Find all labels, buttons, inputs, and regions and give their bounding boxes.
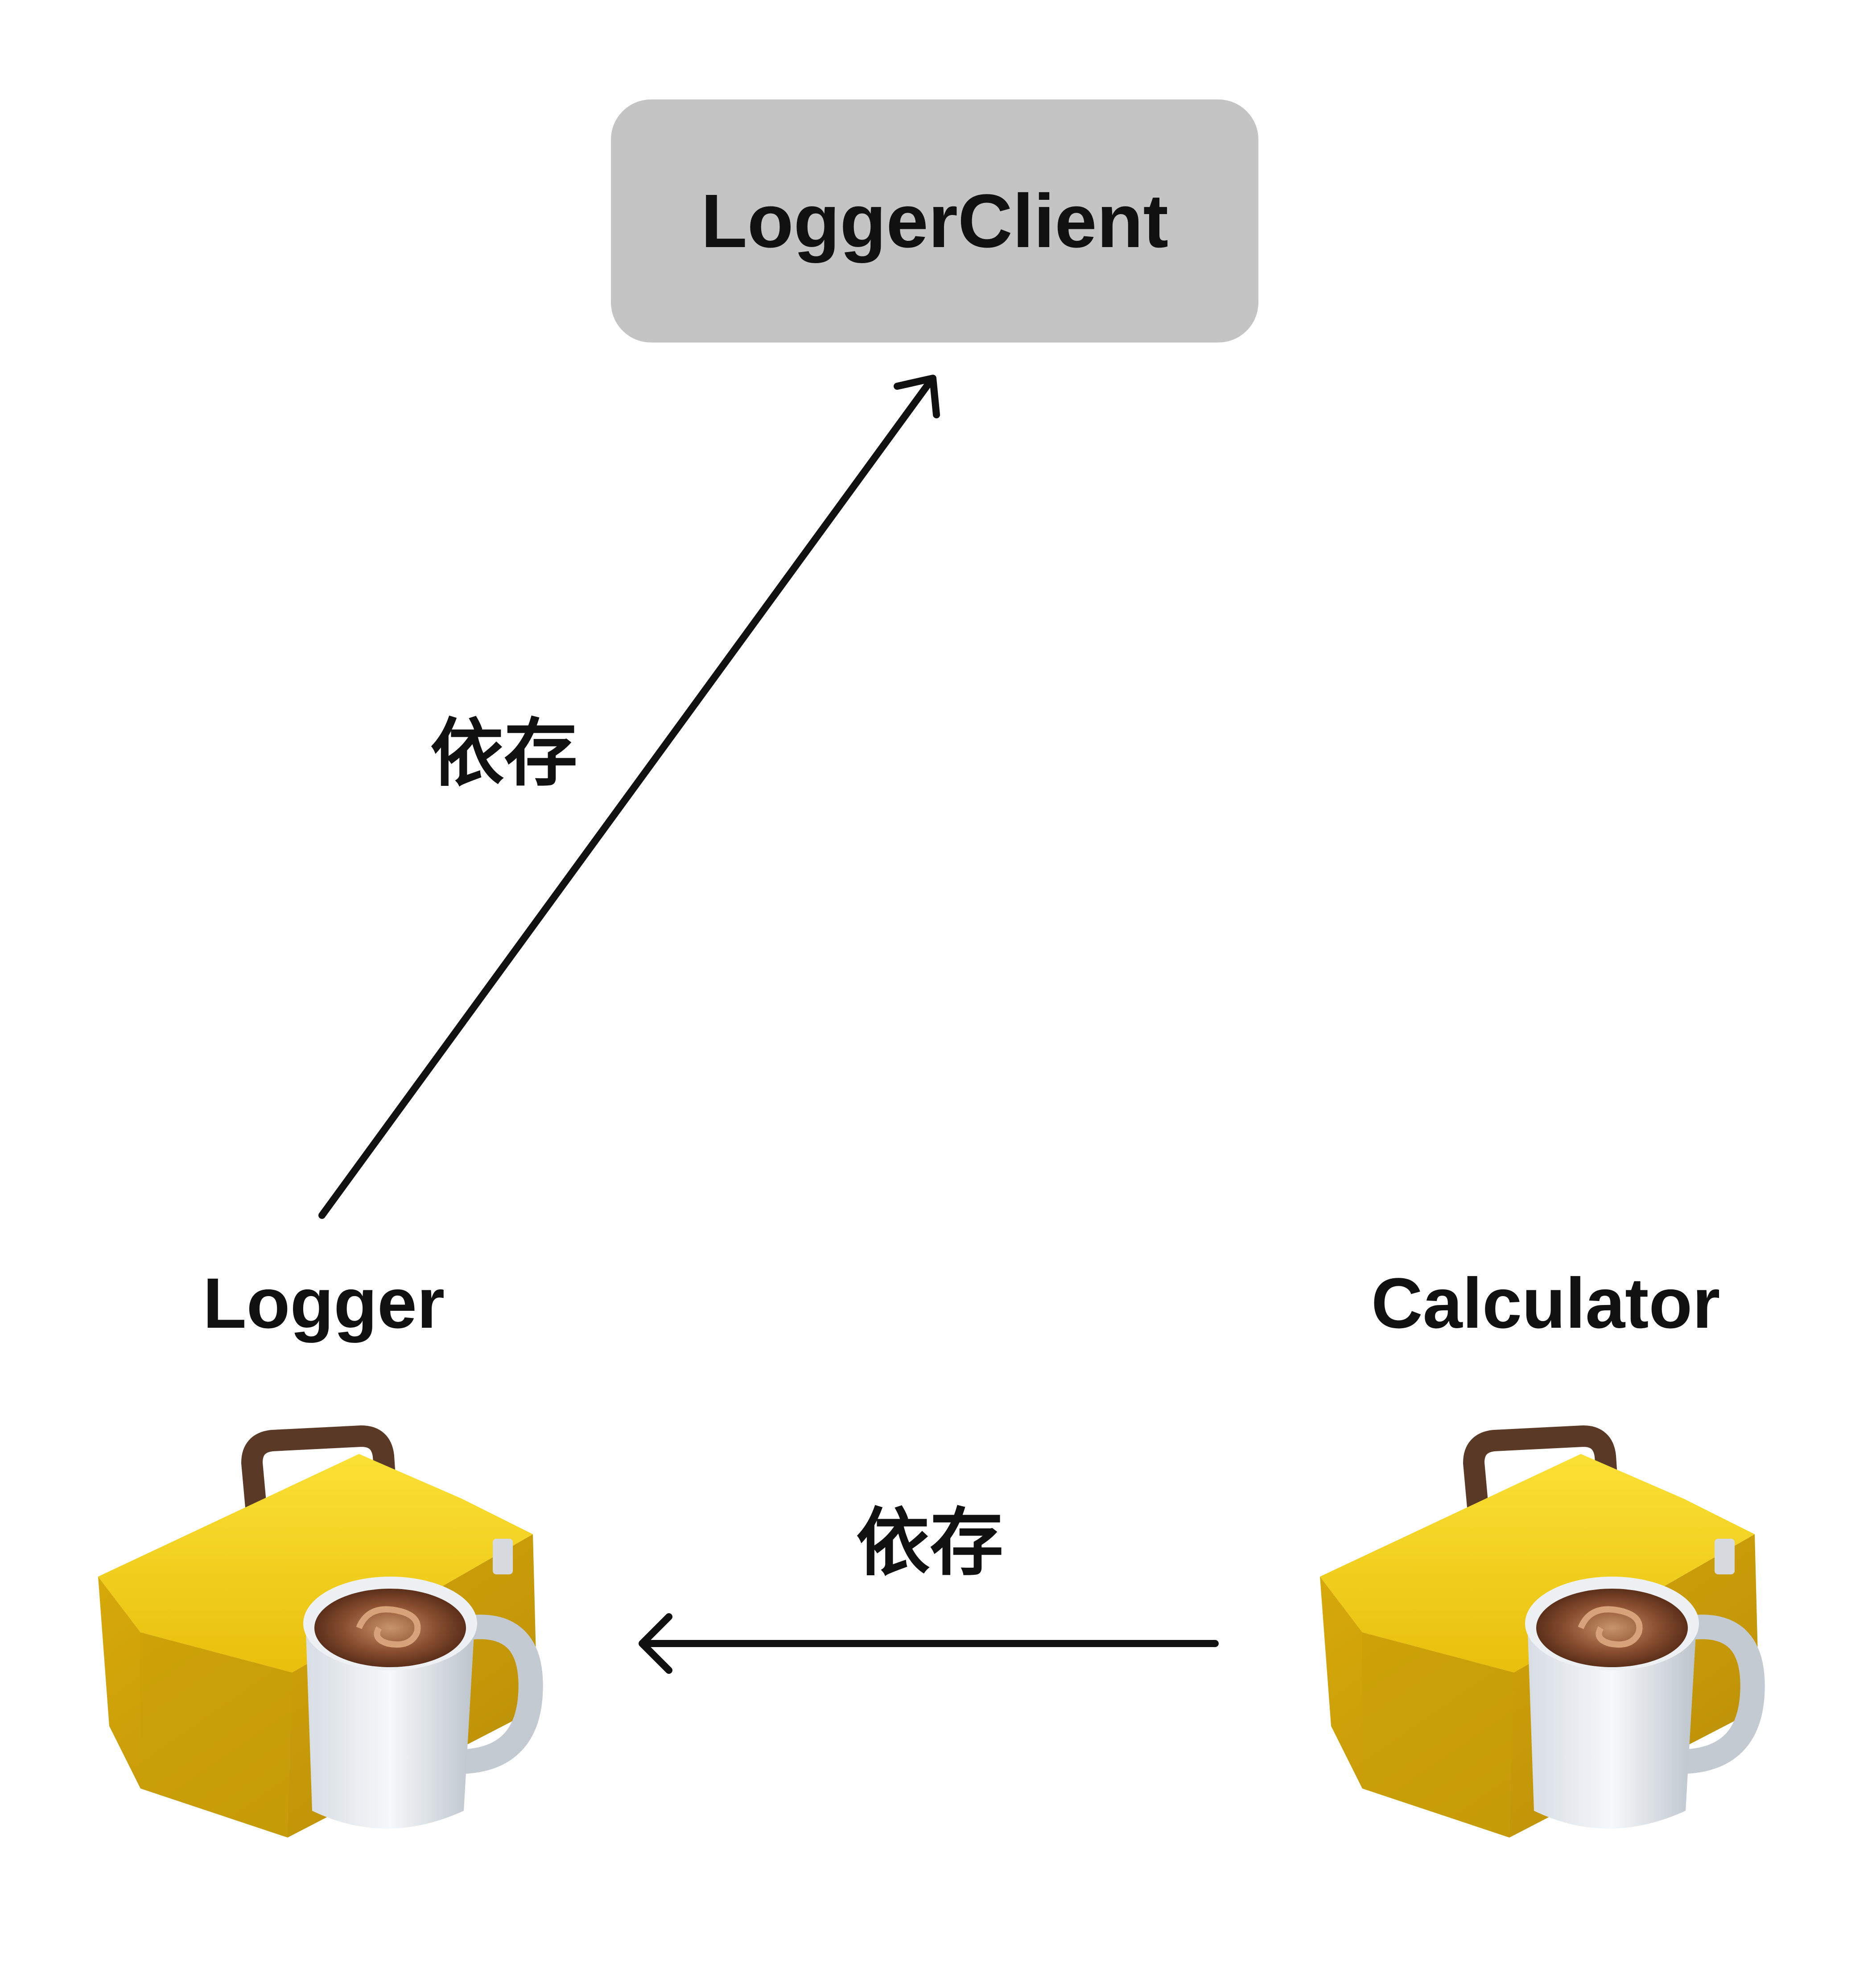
edge-label-calculator-logger: 依存 bbox=[856, 1500, 1003, 1586]
toolbox-coffee-icon bbox=[98, 1425, 543, 1838]
logger-label: Logger bbox=[203, 1263, 445, 1343]
edge-label-logger-loggerclient: 依存 bbox=[430, 710, 577, 796]
calculator-label: Calculator bbox=[1371, 1263, 1720, 1343]
loggerclient-node: LoggerClient bbox=[611, 99, 1258, 343]
toolbox-coffee-icon bbox=[1320, 1425, 1765, 1838]
loggerclient-label: LoggerClient bbox=[701, 178, 1169, 264]
arrow-calculator-to-logger bbox=[639, 1613, 1219, 1674]
arrow-logger-to-loggerclient bbox=[318, 375, 940, 1219]
